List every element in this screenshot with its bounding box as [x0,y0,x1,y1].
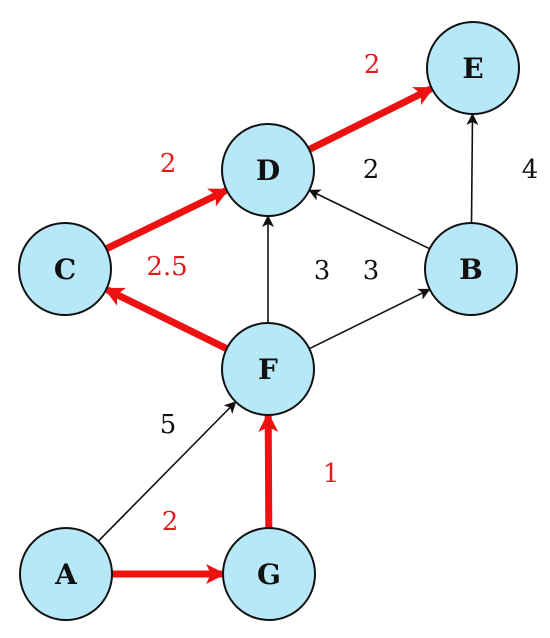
node-circle [19,527,113,621]
weight-label-a-f: 5 [160,410,177,440]
edge-d-e [307,85,435,153]
edges-layer [97,85,479,584]
weight-label-f-b: 3 [363,256,380,286]
weight-label-f-d: 3 [314,256,331,286]
weight-label-a-g: 2 [162,507,179,537]
node-label: F [258,353,278,386]
weight-label-g-f: 1 [323,459,340,489]
weight-label-d-e: 2 [364,50,381,80]
edge-b-d [308,189,431,250]
node-g: G [222,527,316,621]
weights-layer: 2 2 2 4 2.5 3 3 5 1 2 [146,50,538,537]
edge-c-d [104,187,230,252]
node-d: D [221,123,315,217]
node-circle [221,123,315,217]
node-label: E [462,52,483,85]
node-e: E [426,21,520,115]
node-label: B [459,253,483,286]
node-label: G [257,558,281,591]
weight-label-b-d: 2 [363,155,380,185]
edge-f-c [103,286,229,352]
edge-b-e [466,113,479,224]
node-circle [426,21,520,115]
nodes-layer: E D C B F A G [18,21,520,621]
node-circle [221,322,315,416]
node-c: C [18,222,112,316]
node-circle [424,222,518,316]
weight-label-f-c: 2.5 [146,252,187,282]
node-label: C [54,253,76,286]
edge-a-f [97,401,237,542]
node-b: B [424,222,518,316]
weight-label-c-d: 2 [160,149,177,179]
node-f: F [221,322,315,416]
node-a: A [19,527,113,621]
node-circle [222,527,316,621]
node-label: A [54,558,78,591]
edge-g-f [258,412,279,529]
edge-f-b [308,288,431,350]
node-label: D [256,154,280,187]
node-circle [18,222,112,316]
weight-label-b-e: 4 [522,155,539,185]
